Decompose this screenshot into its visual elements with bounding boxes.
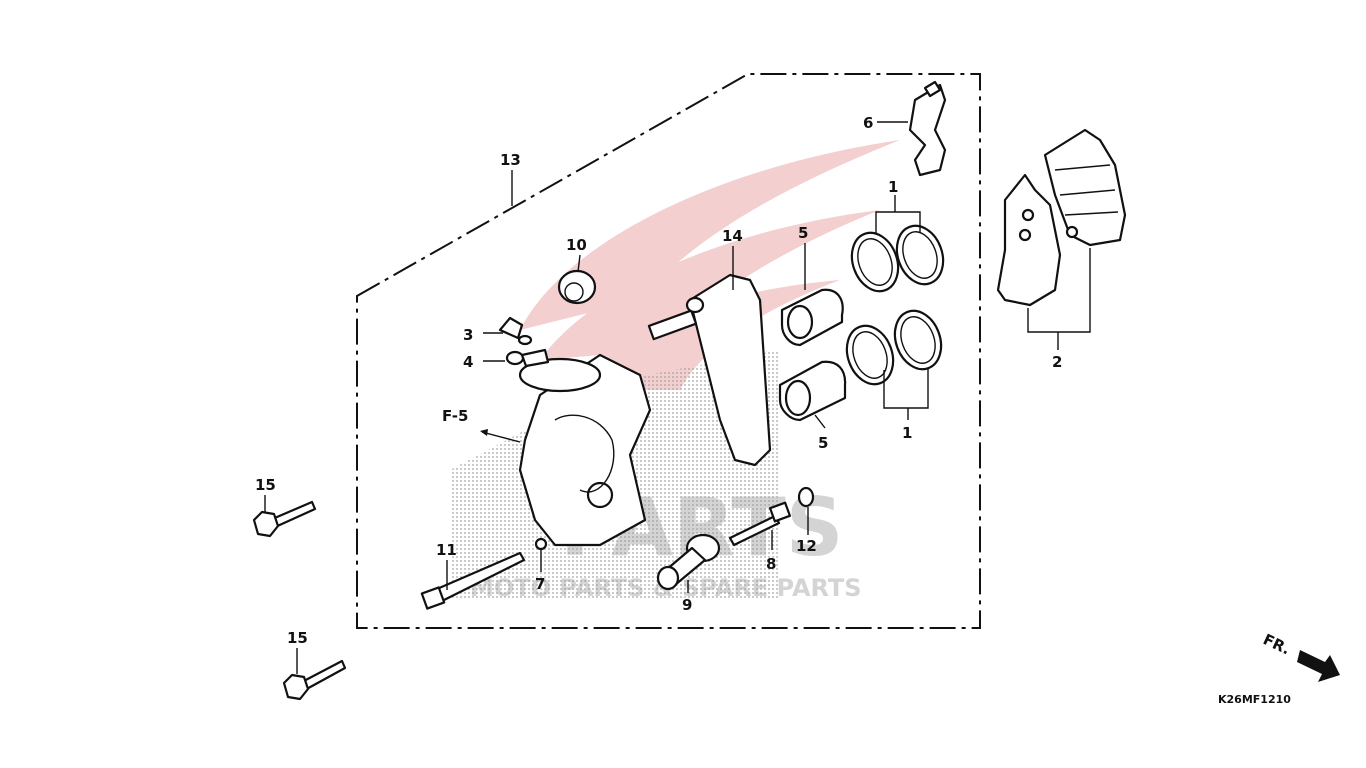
callout-ref-f5: F-5 [442,407,468,425]
piston-upper [780,288,844,347]
front-arrow-icon [1297,650,1340,682]
caliper-body [518,353,652,547]
callout-15-top: 15 [255,476,276,494]
brake-pads [996,128,1127,307]
callout-5-top: 5 [798,224,808,242]
diagram-code: K26MF1210 [1218,693,1291,706]
leader-lines [264,121,1091,674]
direction-label: FR. [1260,630,1293,658]
pad-spring [908,80,947,177]
callout-1-top: 1 [888,178,898,196]
bleeder-cap-12 [797,486,815,508]
callout-6: 6 [863,114,873,132]
callout-15-bottom: 15 [287,629,308,647]
mounting-bolt-lower [282,659,347,701]
slide-pin [498,316,533,346]
callout-14: 14 [722,227,743,245]
pin-bolt [420,551,526,610]
callout-8: 8 [766,555,776,573]
callout-11: 11 [436,541,457,559]
mounting-bolt-upper [252,500,317,538]
callout-5-bottom: 5 [818,434,828,452]
callout-4: 4 [463,353,473,371]
assembly-frame [356,73,981,629]
callout-2: 2 [1052,353,1062,371]
o-ring [534,537,548,551]
bleeder-cap [557,269,597,305]
front-direction-indicator: FR. [1260,630,1340,682]
callout-10: 10 [566,236,587,254]
piston-seals [845,224,945,386]
callout-7: 7 [535,575,545,593]
callout-9: 9 [682,596,692,614]
piston-lower [778,360,847,422]
pin-boot [505,348,550,368]
caliper-bracket [647,273,772,467]
bolt-9 [656,533,721,591]
callout-12: 12 [796,537,817,555]
callout-labels: 13 10 14 5 5 6 1 1 2 3 4 F-5 15 15 11 7 … [255,114,1062,647]
callout-3: 3 [463,326,473,344]
callout-13: 13 [500,151,521,169]
callout-1-bottom: 1 [902,424,912,442]
bleeder-screw [728,501,792,547]
